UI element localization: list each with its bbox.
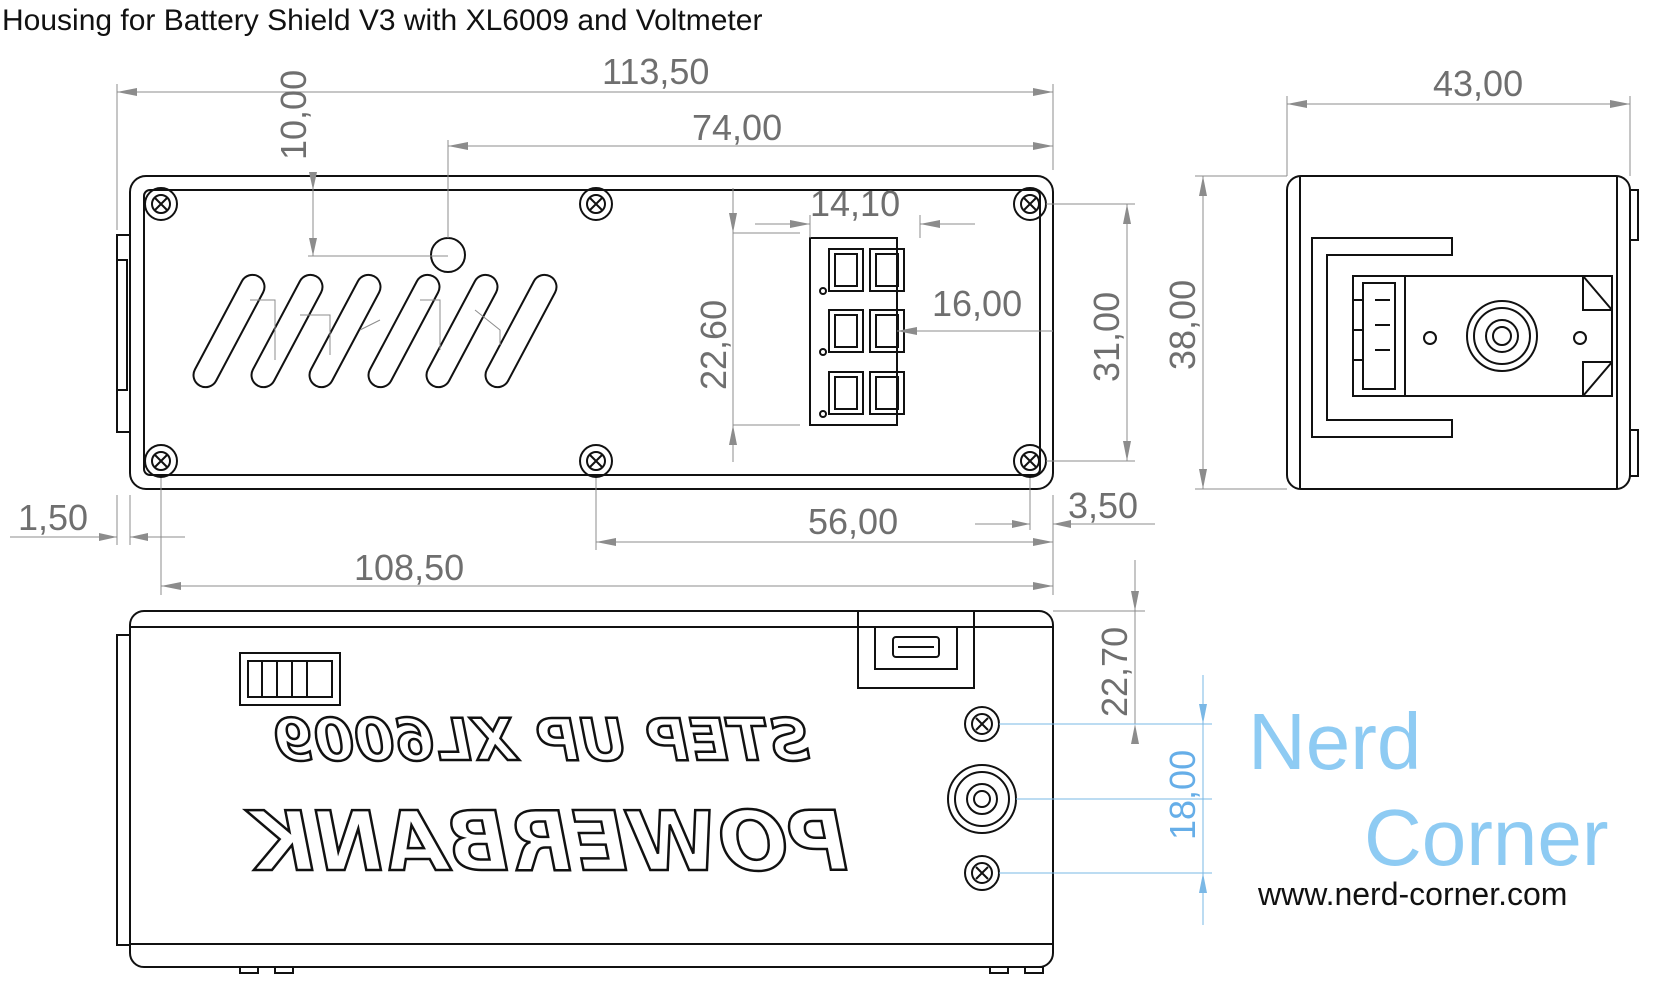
front-view: STEP UP XL6009 POWERBANK (116, 610, 1054, 974)
dim-display-width: 14,10 (810, 183, 900, 224)
switch-icon (947, 764, 1017, 834)
dim-led-y-offset: 10,00 (273, 70, 314, 160)
dim-side-width: 43,00 (1433, 63, 1523, 104)
dim-overall-length: 113,50 (602, 51, 709, 92)
vent-slots (192, 273, 558, 389)
label-line1: STEP UP XL6009 (273, 706, 810, 774)
screw-icon (579, 444, 613, 478)
screw-icon (964, 855, 1000, 891)
drawing-title: Housing for Battery Shield V3 with XL600… (2, 4, 763, 37)
dim-hole-y-span: 31,00 (1086, 292, 1127, 382)
dim-end-height: 22,70 (1094, 627, 1135, 717)
dim-side-height: 38,00 (1162, 280, 1203, 370)
side-view (1286, 175, 1639, 490)
label-line2: POWERBANK (245, 795, 848, 890)
voltmeter-display (809, 237, 905, 426)
screw-icon (964, 706, 1000, 742)
micro-usb-port-icon (857, 611, 975, 689)
dim-hole-x-offset: 74,00 (692, 107, 782, 148)
dim-inner-length: 108,50 (354, 547, 464, 588)
dim-display-offset: 16,00 (932, 283, 1022, 324)
top-view (116, 175, 1054, 490)
screw-icon (144, 444, 178, 478)
screw-icon (144, 187, 178, 221)
screw-icon (579, 187, 613, 221)
switch-span-dimension (999, 675, 1212, 925)
dim-bottom-hole-span: 56,00 (808, 501, 898, 542)
brand-url: www.nerd-corner.com (1257, 876, 1567, 912)
dimension-lines (10, 84, 1631, 744)
dim-edge-hole: 3,50 (1068, 485, 1138, 526)
screw-icon (1013, 444, 1047, 478)
dim-switch-span: 18,00 (1162, 750, 1203, 840)
brand-word-2: Corner (1364, 793, 1609, 882)
brand-word-1: Nerd (1248, 697, 1421, 786)
dim-display-height: 22,60 (693, 300, 734, 390)
led-hole-icon (430, 237, 466, 273)
usb-port-icon (1352, 275, 1406, 397)
dim-wall: 1,50 (18, 497, 88, 538)
switch-icon (1466, 300, 1538, 372)
screw-icon (1013, 187, 1047, 221)
